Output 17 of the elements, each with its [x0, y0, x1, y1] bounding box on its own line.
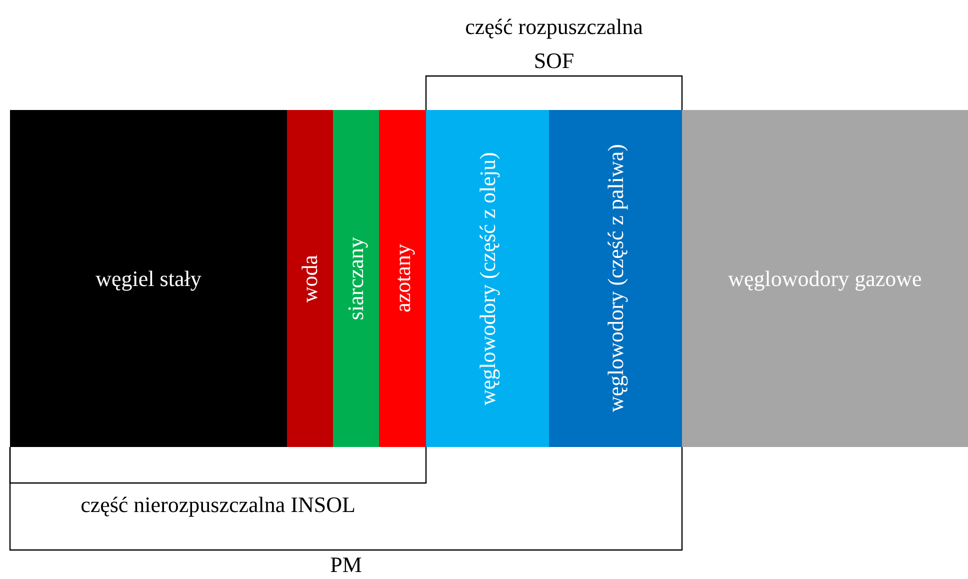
- bracket-label: PM: [329, 552, 363, 578]
- color-band: [10, 110, 287, 447]
- band-label: węglowodory (część z paliwa): [602, 144, 628, 413]
- bracket-label: część rozpuszczalna SOF: [464, 13, 644, 75]
- band-label: woda: [297, 254, 323, 302]
- band-label: węgiel stały: [96, 266, 202, 292]
- band-label: węglowodory (część z oleju): [474, 152, 500, 406]
- bracket-label: część nierozpuszczalna INSOL: [80, 491, 356, 519]
- band-label: węglowodory gazowe: [728, 266, 922, 292]
- color-band: [379, 110, 426, 447]
- color-band: [549, 110, 682, 447]
- color-band: [682, 110, 968, 447]
- color-band: [333, 110, 379, 447]
- color-band: [426, 110, 549, 447]
- color-band: [287, 110, 333, 447]
- band-label: siarczany: [343, 236, 369, 320]
- band-label: azotany: [390, 244, 416, 313]
